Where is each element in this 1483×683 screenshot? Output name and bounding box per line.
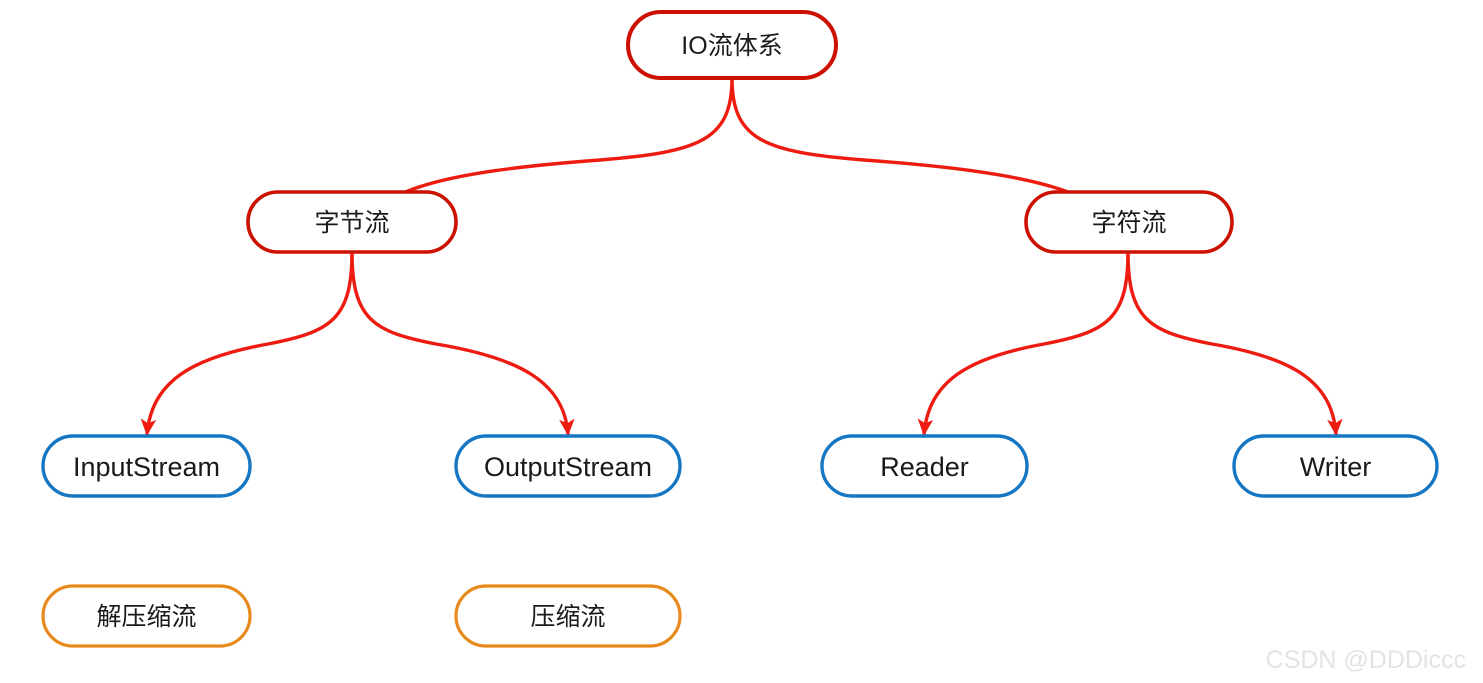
edge-byte-input xyxy=(140,250,354,436)
edge-byte-output xyxy=(350,250,575,436)
node-shape-input-stream xyxy=(41,434,252,498)
node-label-decompress-stream: 解压缩流 xyxy=(96,603,196,631)
node-shape-root xyxy=(626,10,838,80)
edge-char-reader xyxy=(917,250,1130,436)
node-root[interactable]: IO流体系 xyxy=(626,10,838,80)
node-shape-byte-stream xyxy=(246,190,458,254)
node-label-input-stream: InputStream xyxy=(73,452,220,482)
node-shape-reader xyxy=(820,434,1029,498)
node-label-char-stream: 字符流 xyxy=(1091,209,1166,237)
edge-char-writer xyxy=(1126,250,1343,436)
node-input-stream[interactable]: InputStream xyxy=(41,434,252,498)
node-shape-writer xyxy=(1232,434,1439,498)
node-label-compress-stream: 压缩流 xyxy=(530,603,605,631)
node-shape-decompress-stream xyxy=(41,584,252,648)
node-reader[interactable]: Reader xyxy=(820,434,1029,498)
csdn-watermark: CSDN @DDDiccc xyxy=(1266,646,1466,674)
connector-layer xyxy=(140,76,1343,436)
node-shape-compress-stream xyxy=(454,584,682,648)
node-compress-stream[interactable]: 压缩流 xyxy=(454,584,682,648)
node-label-byte-stream: 字节流 xyxy=(314,209,389,237)
node-label-writer: Writer xyxy=(1300,452,1372,482)
node-decompress-stream[interactable]: 解压缩流 xyxy=(41,584,252,648)
node-writer[interactable]: Writer xyxy=(1232,434,1439,498)
node-shape-char-stream xyxy=(1024,190,1234,254)
node-label-root: IO流体系 xyxy=(681,32,782,60)
node-label-reader: Reader xyxy=(880,452,969,482)
node-byte-stream[interactable]: 字节流 xyxy=(246,190,458,254)
node-shape-output-stream xyxy=(454,434,682,498)
node-label-output-stream: OutputStream xyxy=(484,452,652,482)
node-output-stream[interactable]: OutputStream xyxy=(454,434,682,498)
node-char-stream[interactable]: 字符流 xyxy=(1024,190,1234,254)
